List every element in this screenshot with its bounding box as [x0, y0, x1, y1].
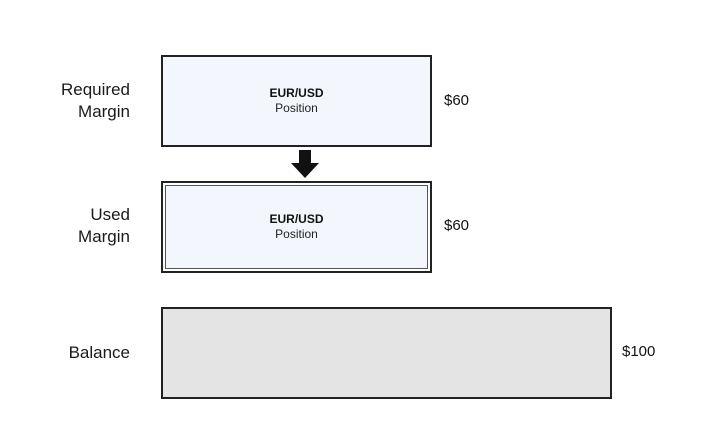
used-margin-label-line1: Used [90, 205, 130, 224]
used-margin-box-title: EUR/USD [269, 212, 324, 226]
used-margin-amount: $60 [444, 217, 470, 234]
used-margin-box-subtitle: Position [275, 227, 318, 241]
required-margin-box-title: EUR/USD [269, 86, 324, 100]
required-margin-box: EUR/USD Position [161, 55, 432, 147]
required-margin-amount: $60 [444, 92, 470, 109]
balance-label: Balance [0, 342, 130, 364]
used-margin-label-line2: Margin [78, 227, 130, 246]
balance-box [161, 307, 612, 399]
required-margin-label: Required Margin [0, 79, 130, 123]
used-margin-box: EUR/USD Position [161, 181, 432, 273]
required-margin-label-line2: Margin [78, 102, 130, 121]
arrow-down-icon [291, 150, 319, 178]
used-margin-label: Used Margin [0, 204, 130, 248]
required-margin-label-line1: Required [61, 80, 130, 99]
required-margin-box-subtitle: Position [275, 101, 318, 115]
balance-label-text: Balance [68, 343, 130, 362]
balance-amount: $100 [622, 343, 656, 360]
